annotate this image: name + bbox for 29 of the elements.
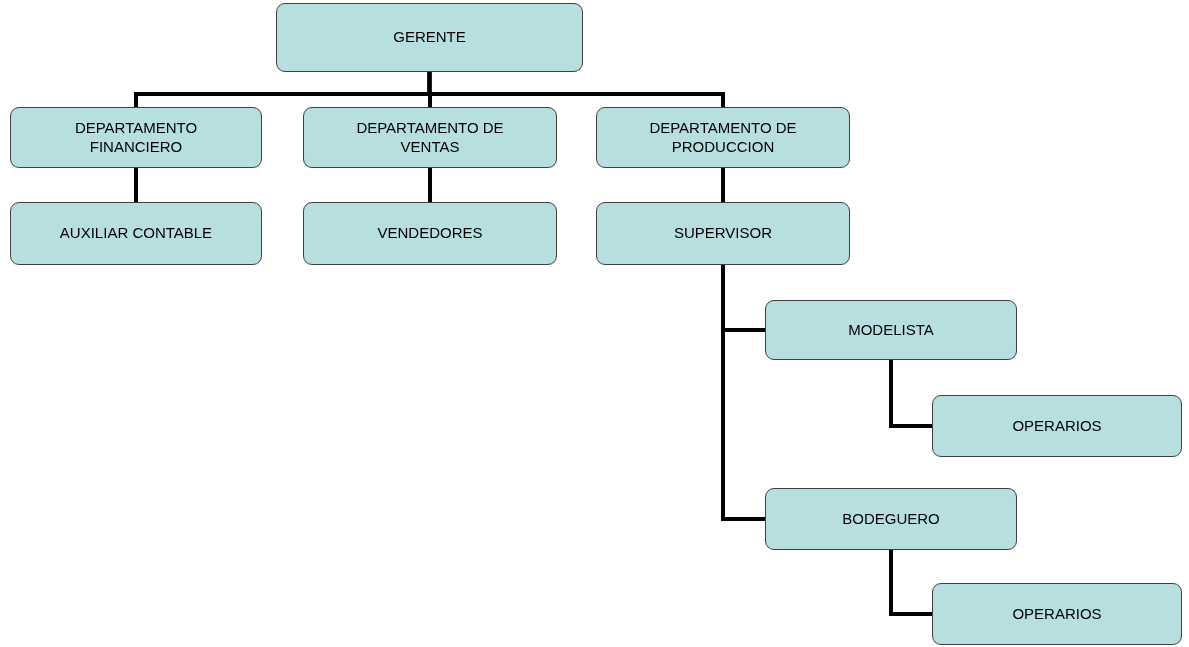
org-label: DEPARTAMENTO DE PRODUCCION xyxy=(648,118,798,157)
connector-line xyxy=(427,72,725,107)
org-box xyxy=(303,202,557,265)
connector-line xyxy=(889,360,932,428)
org-label: DEPARTAMENTO DE VENTAS xyxy=(355,118,505,157)
org-label: AUXILIAR CONTABLE xyxy=(59,224,213,243)
org-box xyxy=(596,107,850,168)
org-box xyxy=(10,107,262,168)
org-label: VENDEDORES xyxy=(377,224,483,243)
org-box xyxy=(765,300,1017,360)
org-label: DEPARTAMENTO FINANCIERO xyxy=(73,118,199,157)
org-label: GERENTE xyxy=(393,28,466,47)
org-box xyxy=(932,583,1182,645)
org-label: OPERARIOS xyxy=(1012,604,1102,624)
org-box xyxy=(303,107,557,168)
connector-line xyxy=(889,550,932,616)
org-box xyxy=(10,202,262,265)
org-box xyxy=(932,395,1182,457)
org-box xyxy=(596,202,850,265)
connector-line xyxy=(721,265,765,521)
org-label: SUPERVISOR xyxy=(673,224,773,243)
connector-line xyxy=(721,168,725,202)
org-label: BODEGUERO xyxy=(842,509,940,529)
org-label: MODELISTA xyxy=(848,320,934,340)
org-box xyxy=(276,3,583,72)
connector-line xyxy=(428,168,432,202)
org-label: OPERARIOS xyxy=(1012,416,1102,436)
org-box xyxy=(765,488,1017,550)
connector-line xyxy=(134,168,138,202)
